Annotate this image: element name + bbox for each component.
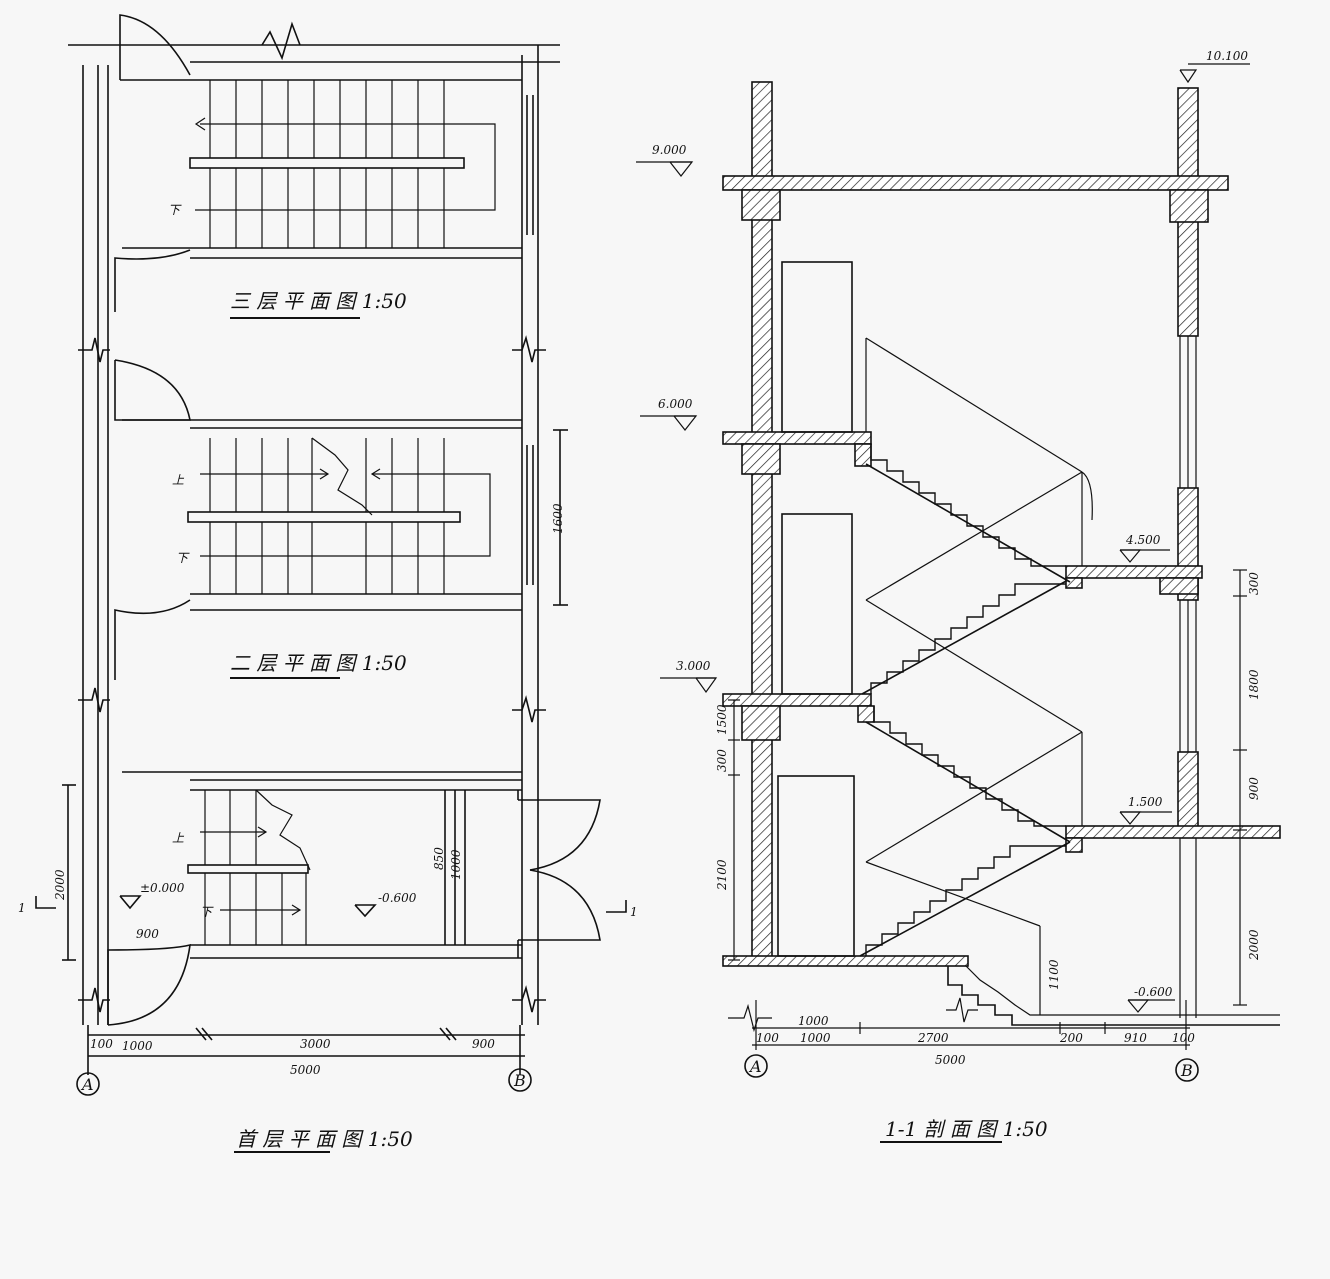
dim-5000: 5000	[290, 1063, 321, 1077]
level-6000: 6.000	[658, 397, 693, 411]
dim-1000-plan: 1000	[449, 849, 463, 880]
dim-300-right: 300	[1247, 572, 1261, 595]
axis-b-plan: B	[513, 1071, 526, 1090]
axis-a-section: A	[748, 1057, 762, 1076]
dim-1000: 1000	[122, 1039, 153, 1053]
dim-850-plan: 850	[432, 847, 446, 870]
dim-1500-left: 1500	[715, 704, 729, 735]
stair-down-mark-3f: 下	[168, 203, 182, 217]
level-10100: 10.100	[1206, 49, 1248, 63]
stair-down-mark-1f: 下	[200, 905, 214, 919]
level-3000: 3.000	[676, 659, 711, 673]
dim-2700-sec: 2700	[917, 1031, 949, 1045]
section-title: 1-1 剖 面 图 1:50	[885, 1117, 1048, 1141]
level-4500: 4.500	[1125, 533, 1161, 547]
dim-2100-left: 2100	[715, 859, 729, 891]
ground-level-label: ±0.000	[140, 881, 185, 895]
stair-up-mark-2f: 上	[172, 473, 185, 487]
dim-1100: 1100	[1047, 959, 1061, 990]
level-1500: 1.500	[1128, 795, 1163, 809]
third-floor-plan	[78, 14, 546, 421]
dim-900-right: 900	[1247, 777, 1261, 800]
dim-1800-right: 1800	[1247, 669, 1261, 700]
dim-door-900: 900	[136, 927, 159, 941]
dim-100-sec: 100	[756, 1031, 779, 1045]
dim-2000-plan: 2000	[53, 869, 67, 901]
dim-1000-sec: 1000	[800, 1031, 831, 1045]
dim-900: 900	[472, 1037, 495, 1051]
dim-2000-right: 2000	[1247, 929, 1261, 961]
axis-a-plan: A	[80, 1075, 94, 1094]
ground-floor-plan	[35, 779, 627, 1026]
dim-1600-plan: 1600	[551, 503, 565, 534]
third-floor-title: 三 层 平 面 图 1:50	[230, 289, 407, 313]
dim-1000-sec-upper: 1000	[798, 1014, 829, 1028]
dim-100-sec-right: 100	[1172, 1031, 1195, 1045]
level-neg600: -0.600	[1134, 985, 1173, 999]
axis-b-section: B	[1180, 1061, 1193, 1080]
stair-up-mark-1f: 上	[172, 831, 185, 845]
section-mark-left: 1	[18, 901, 26, 915]
second-floor-title: 二 层 平 面 图 1:50	[230, 651, 407, 675]
second-floor-plan	[78, 359, 568, 773]
dim-3000: 3000	[300, 1037, 331, 1051]
dim-5000-sec: 5000	[935, 1053, 966, 1067]
ground-floor-title: 首 层 平 面 图 1:50	[236, 1127, 413, 1151]
dim-300-left: 300	[715, 749, 729, 772]
dim-100: 100	[90, 1037, 113, 1051]
section-mark-right: 1	[630, 905, 638, 919]
stair-down-mark-2f: 下	[176, 551, 190, 565]
floor-plan-labels: 三 层 平 面 图 1:50 二 层 平 面 图 1:50 首 层 平 面 图 …	[18, 203, 638, 1151]
dim-200-sec: 200	[1059, 1031, 1083, 1045]
section-1-1	[636, 63, 1281, 1143]
section-labels: 1-1 剖 面 图 1:50 10.100 9.000 6.000 4.500 …	[652, 49, 1261, 1141]
floor-plans	[35, 14, 627, 1153]
dim-910-sec: 910	[1124, 1031, 1147, 1045]
level-9000: 9.000	[652, 143, 687, 157]
entrance-level-label: -0.600	[378, 891, 417, 905]
